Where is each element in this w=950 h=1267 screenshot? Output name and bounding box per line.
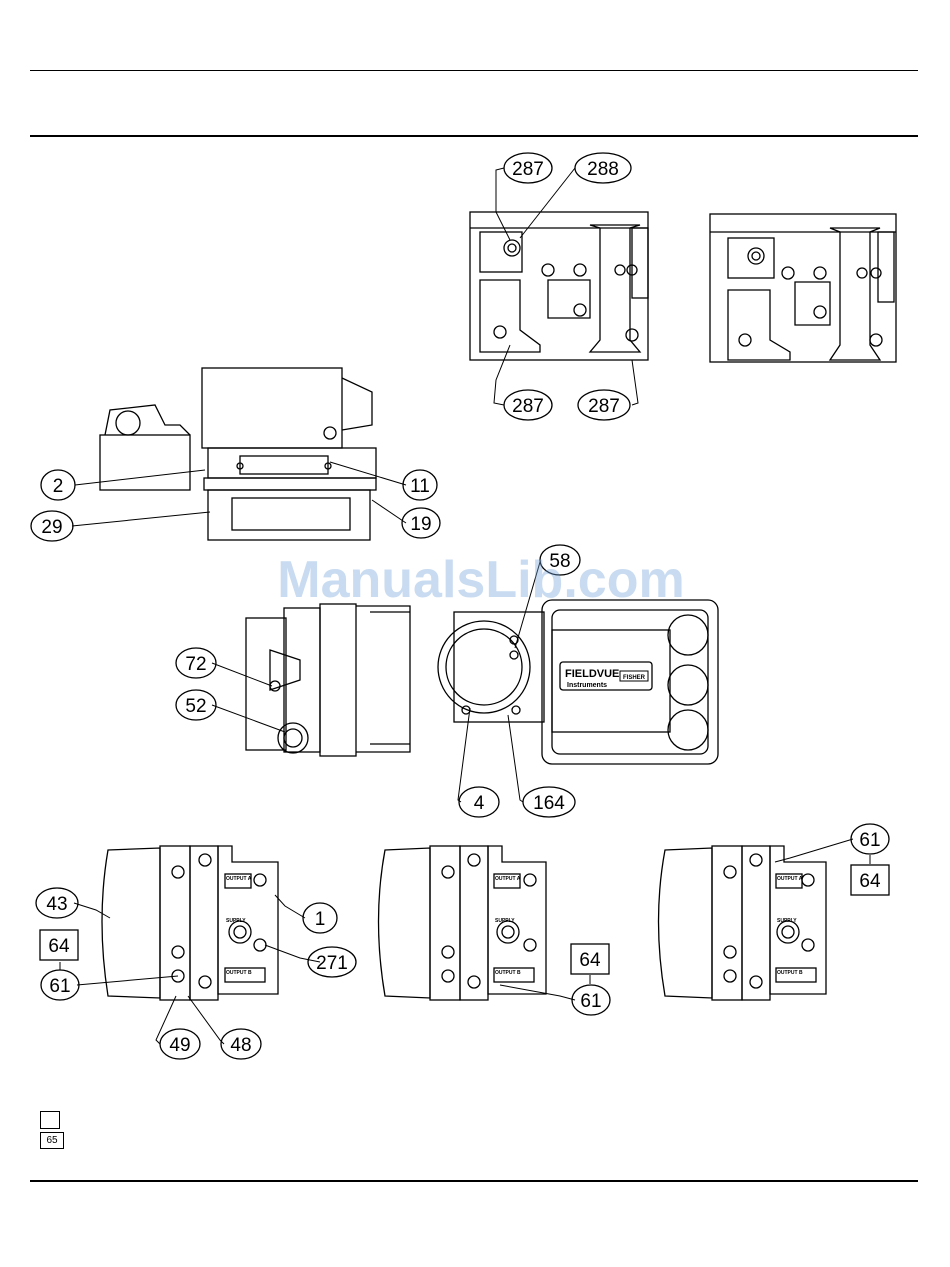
callout-61: 61	[859, 830, 880, 851]
nameplate-subtitle: Instruments	[567, 682, 607, 689]
module-bottom-view-c	[659, 846, 827, 1000]
callout-72: 72	[185, 654, 206, 675]
callout-labels: 287 288 287 287 2 29 11 19 58 72 52 4 16…	[41, 159, 881, 1056]
callout-61: 61	[580, 991, 601, 1012]
port-output-b-label: OUTPUT B	[226, 970, 252, 976]
legend-boxed-number: 65	[40, 1132, 64, 1149]
callout-271: 271	[316, 953, 348, 974]
callout-288: 288	[587, 159, 619, 180]
callout-11: 11	[410, 476, 430, 497]
module-front-side-view	[246, 604, 410, 756]
legend-empty-box	[40, 1111, 60, 1129]
nameplate-brand: FIELDVUE	[565, 668, 619, 680]
module-top-view-1	[470, 212, 648, 360]
module-top-view-2	[710, 214, 896, 362]
callout-49: 49	[169, 1035, 190, 1056]
callout-52: 52	[185, 696, 206, 717]
fisher-logo: FISHER	[623, 675, 646, 681]
port-output-b-label: OUTPUT B	[777, 970, 803, 976]
leader-lines	[60, 168, 870, 1044]
callout-1: 1	[315, 909, 326, 930]
boxed-callouts	[40, 865, 889, 974]
port-supply-label: SUPPLY	[226, 918, 246, 924]
callout-48: 48	[230, 1035, 251, 1056]
nameplate: FIELDVUE Instruments FISHER	[565, 668, 648, 689]
callout-43: 43	[46, 894, 67, 915]
callout-4: 4	[474, 793, 485, 814]
callout-164: 164	[533, 793, 565, 814]
port-output-a-label: OUTPUT A	[777, 876, 803, 882]
callout-287: 287	[512, 396, 544, 417]
port-supply-label: SUPPLY	[495, 918, 515, 924]
boxed-callout-64: 64	[859, 871, 881, 892]
module-side-view	[100, 368, 376, 540]
callout-29: 29	[41, 517, 62, 538]
callout-287: 287	[588, 396, 620, 417]
callout-19: 19	[410, 514, 431, 535]
port-output-a-label: OUTPUT A	[495, 876, 521, 882]
boxed-callout-64: 64	[579, 950, 601, 971]
module-bottom-view-b	[379, 846, 547, 1000]
callout-2: 2	[53, 476, 64, 497]
module-bottom-view-a	[102, 846, 278, 1000]
boxed-callout-64: 64	[48, 936, 70, 957]
callout-287: 287	[512, 159, 544, 180]
port-supply-label: SUPPLY	[777, 918, 797, 924]
port-output-a-label: OUTPUT A	[226, 876, 252, 882]
callout-58: 58	[549, 551, 570, 572]
port-output-b-label: OUTPUT B	[495, 970, 521, 976]
callout-61: 61	[49, 976, 70, 997]
